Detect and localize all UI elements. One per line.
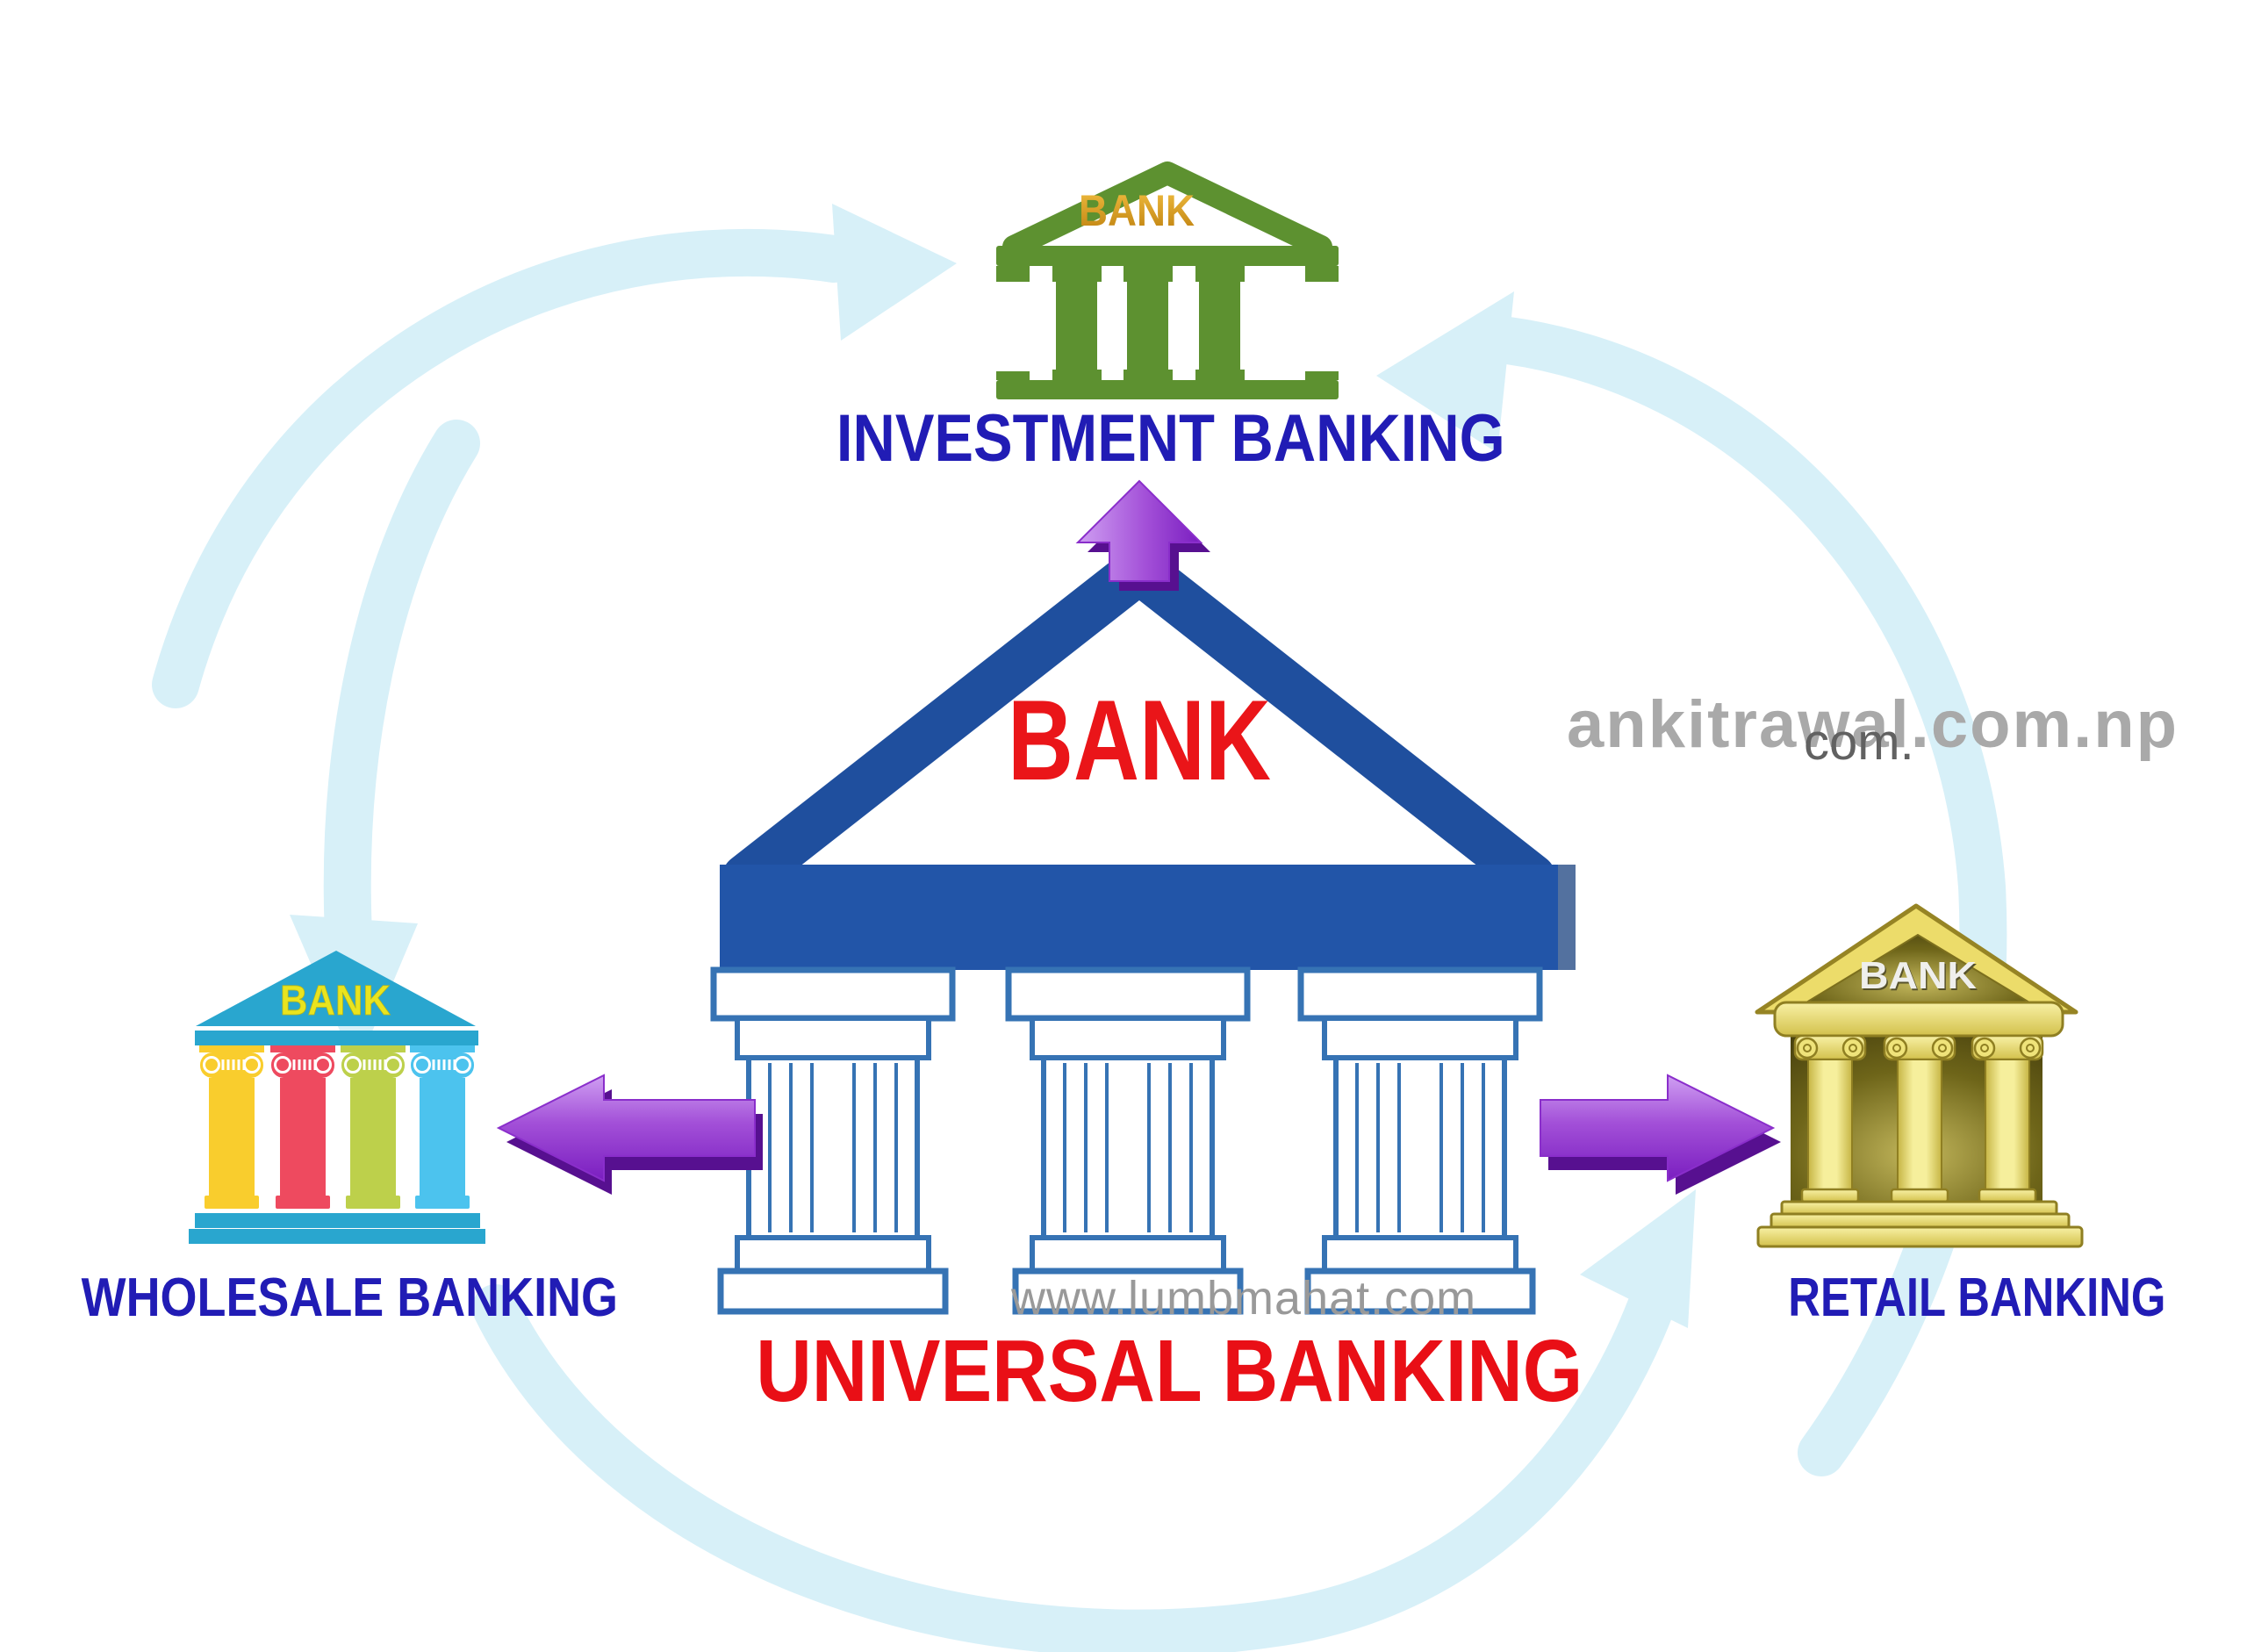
- column-right-icon: [1297, 966, 1543, 1315]
- column-left-icon: [1793, 1034, 1867, 1203]
- column-right-icon: [1971, 1034, 2044, 1203]
- roof-icon: [1002, 162, 1332, 258]
- base-step3-icon: [1756, 1225, 2084, 1248]
- column-middle-icon: [1005, 966, 1251, 1315]
- investment-banking-label: INVESTMENT BANKING: [836, 401, 1505, 476]
- cycle-arc-right-icon: [1464, 314, 2007, 1476]
- wholesale-banking-label: WHOLESALE BANKING: [81, 1268, 618, 1328]
- arrow-up-icon: [1075, 479, 1210, 591]
- roof-icon: [196, 951, 476, 1026]
- entablature-edge-icon: [1558, 865, 1576, 970]
- retail-bank-icon: BANK BANK: [1755, 903, 2084, 1248]
- retail-bank-sign: BANK: [1859, 954, 1977, 997]
- entablature-icon: [720, 865, 1576, 970]
- investment-bank-icon: BANK: [996, 162, 1339, 399]
- entablature-icon: [195, 1031, 478, 1045]
- retail-banking-label: RETAIL BANKING: [1788, 1268, 2166, 1328]
- columns-icon: [710, 966, 1543, 1315]
- pillars-icon: [199, 1045, 475, 1209]
- cycle-arrowhead-upright-icon: [1580, 1189, 1696, 1328]
- wholesale-bank-icon: BANK: [189, 951, 485, 1244]
- columns-icon: [996, 266, 1339, 399]
- cycle-arc-left-icon: [323, 420, 480, 976]
- investment-bank-sign: BANK: [1079, 186, 1195, 235]
- wholesale-bank-sign: BANK: [280, 978, 391, 1024]
- cycle-arc-top-icon: [152, 229, 858, 708]
- scroll-details-icon: [203, 1056, 471, 1074]
- arrow-right-icon: [1540, 1074, 1781, 1195]
- base-step-icon: [195, 1213, 480, 1228]
- arrow-left-icon: [496, 1074, 763, 1195]
- watermark-bottom: www.lumbmahat.com: [1011, 1272, 1477, 1325]
- retail-bank-sign-shadow: BANK: [1861, 956, 1978, 999]
- cycle-arc-bottom-icon: [472, 1240, 1690, 1652]
- column-left-icon: [710, 966, 956, 1315]
- cycle-arrowhead-right-icon: [832, 204, 957, 341]
- column-middle-icon: [1883, 1034, 1956, 1203]
- columns-icon: [1793, 1034, 2044, 1203]
- universal-bank-sign: BANK: [1008, 676, 1271, 804]
- cycle-arrowhead-upleft-icon: [1376, 291, 1514, 453]
- watermark-overlay: com.: [1804, 714, 1914, 771]
- universal-banking-label: UNIVERSAL BANKING: [756, 1322, 1583, 1420]
- watermark-main: ankitrawal.com.np: [1567, 687, 2179, 762]
- architrave-icon: [996, 246, 1339, 266]
- base-plinth-icon: [189, 1229, 485, 1244]
